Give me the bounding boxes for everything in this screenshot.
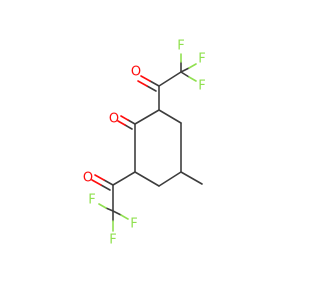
bond-c1-c2 <box>134 109 160 125</box>
bond-cf3-bottom-f1 <box>105 207 114 212</box>
atom-f-bottom-2: F <box>130 217 137 232</box>
bond-acyl-bottom-co-b <box>100 184 111 191</box>
molecule-structure: O O O F F F F F F <box>83 39 206 248</box>
bond-c4-c5 <box>158 171 182 187</box>
bond-acyl-top-co-b <box>146 85 157 92</box>
bond-cf3-top-f3 <box>180 71 190 78</box>
atom-o-acyl-bottom: O <box>83 171 93 186</box>
atom-o-acyl-top: O <box>131 65 141 80</box>
bond-cf3-bottom-f2 <box>112 210 122 216</box>
bond-cf3-top-f2 <box>180 67 190 73</box>
atom-f-bottom-3: F <box>109 233 116 248</box>
atom-f-top-2: F <box>198 52 205 67</box>
bond-c6-acyl-bottom <box>112 171 136 186</box>
bond-acyl-top-co-ao <box>140 75 151 82</box>
bond-methyl <box>180 171 203 185</box>
atom-f-top-1: F <box>177 39 184 54</box>
bond-c2-c3 <box>158 109 182 124</box>
atom-o-ketone: O <box>109 112 119 127</box>
bond-acyl-bottom-co-bo <box>91 179 102 186</box>
bond-ketone-1 <box>127 119 136 125</box>
bond-c5-c6 <box>134 171 160 187</box>
bond-ketone-1o <box>120 115 129 121</box>
atom-f-top-3: F <box>198 79 205 94</box>
bond-acyl-top-co-a <box>149 80 160 87</box>
atom-f-bottom-1: F <box>88 193 95 208</box>
bond-acyl-top-cf3 <box>158 71 182 87</box>
bond-acyl-top-co-bo <box>137 80 148 87</box>
bond-cf3-bottom-f2f <box>120 214 129 220</box>
bond-ketone-2o <box>117 120 126 126</box>
bond-cf3-top-f3f <box>188 76 197 82</box>
bond-cf3-bottom-f1f <box>98 203 107 209</box>
bond-acyl-bottom-co-a <box>103 179 114 186</box>
bond-ketone-2 <box>124 124 133 130</box>
bond-acyl-bottom-co-ao <box>94 174 105 181</box>
bond-cf3-top-f2f <box>188 63 197 69</box>
